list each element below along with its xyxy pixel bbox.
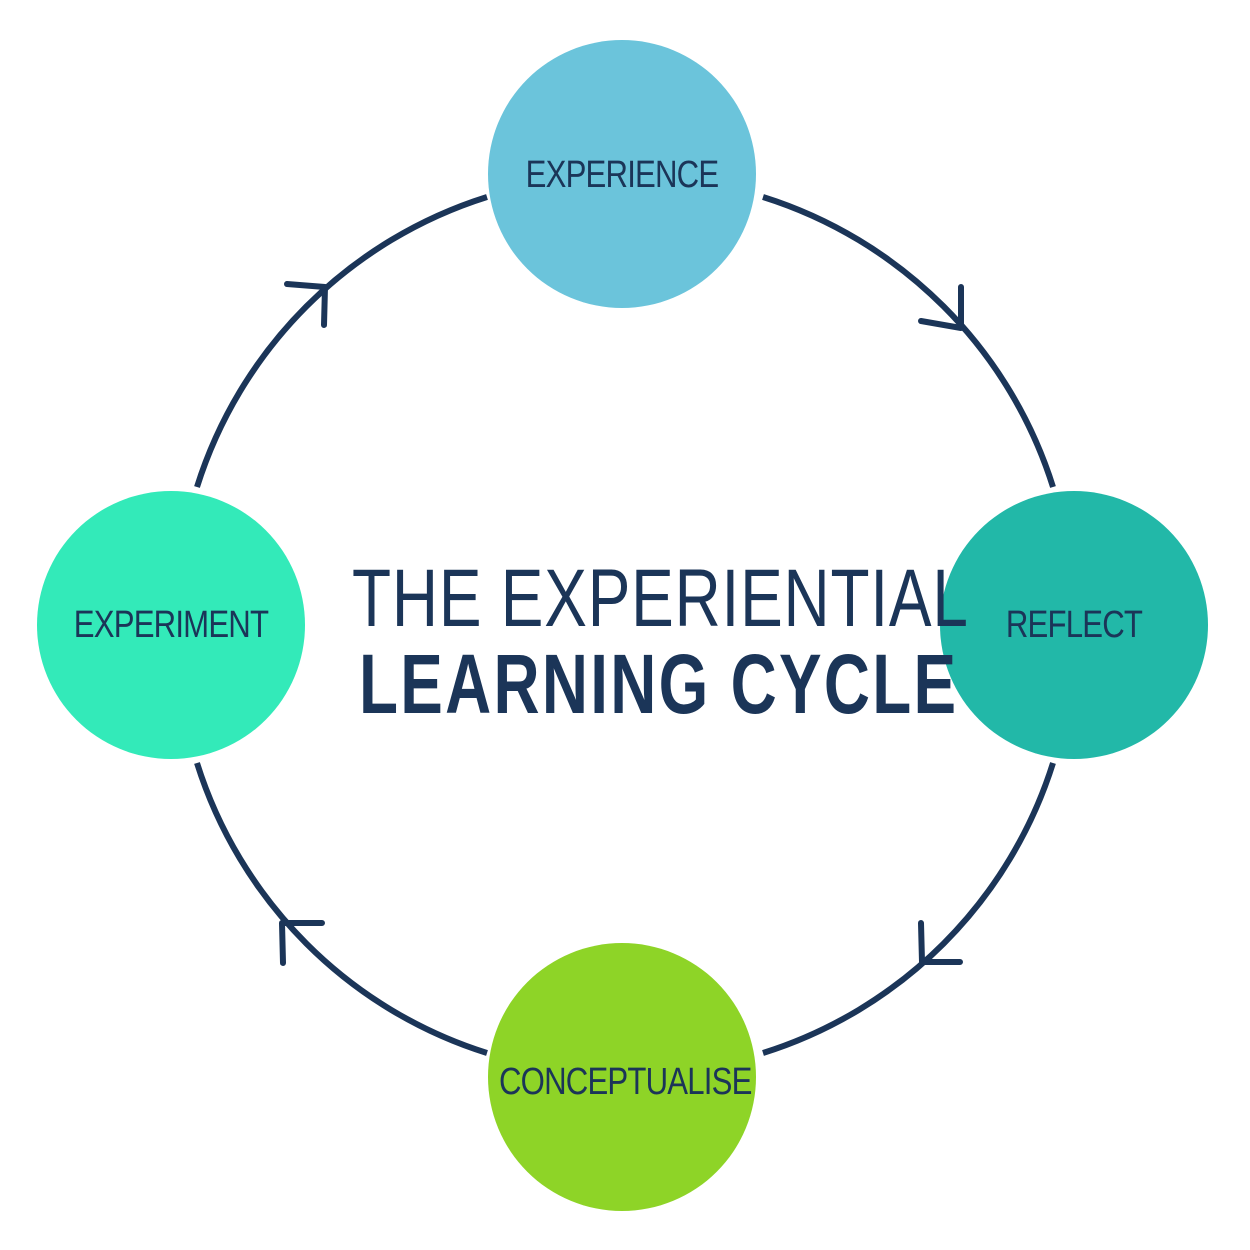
- arc-experiment-to-experience: [194, 194, 488, 488]
- conceptualise-node: [488, 943, 756, 1211]
- arrow-head-icon: [918, 920, 963, 965]
- arrow-head-icon: [279, 920, 325, 966]
- conceptualise-label: CONCEPTUALISE: [499, 1061, 752, 1103]
- experience-node: [488, 40, 756, 308]
- reflect-label: REFLECT: [1005, 604, 1143, 646]
- arrow-head-icon: [284, 281, 328, 328]
- arrow-head-icon: [918, 284, 964, 331]
- experiment-label: EXPERIMENT: [73, 604, 269, 646]
- diagram-title-line-2: LEARNING CYCLE: [359, 637, 959, 731]
- arc-conceptualise-to-experiment: [194, 762, 488, 1056]
- arc-reflect-to-conceptualise: [762, 762, 1056, 1056]
- reflect-node: [940, 491, 1208, 759]
- arc-experience-to-reflect: [762, 194, 1056, 488]
- experiment-node: [37, 491, 305, 759]
- experience-label: EXPERIENCE: [525, 154, 719, 196]
- diagram-title-line-1: THE EXPERIENTIAL: [352, 553, 969, 644]
